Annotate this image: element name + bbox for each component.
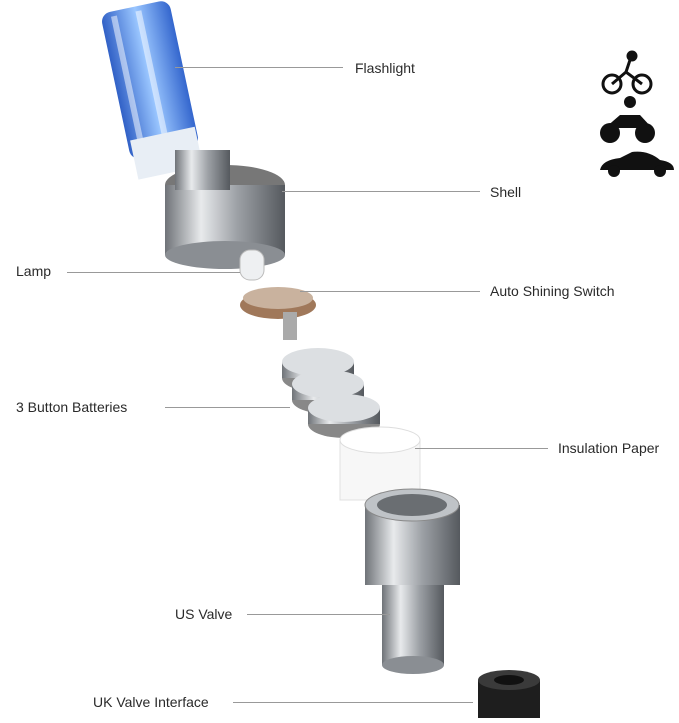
switch-label: Auto Shining Switch [490,283,615,299]
flashlight-leader-line [175,67,343,68]
us-valve-part [364,488,460,674]
shell-label: Shell [490,184,522,200]
us-valve-leader-line [247,614,390,615]
switch-leader-line [300,291,480,292]
insulation-paper-part [339,426,421,501]
switch-part [240,287,316,340]
insulation-label: Insulation Paper [558,440,660,456]
shell-leader-line [282,191,480,192]
batteries-leader-line [165,407,290,408]
batteries-part [282,348,380,438]
uk-valve-label: UK Valve Interface [93,694,209,710]
batteries-label: 3 Button Batteries [16,399,128,415]
uk-valve-leader-line [233,702,473,703]
shell-part [165,150,285,269]
uk-valve-part [478,670,540,718]
lamp-label: Lamp [16,263,52,279]
lamp-leader-line [67,272,240,273]
motorcycle-icon [600,96,655,143]
us-valve-label: US Valve [175,606,233,622]
flashlight-label: Flashlight [355,60,415,76]
bicycle-icon [601,50,653,95]
lamp-part [239,249,265,281]
car-icon [600,151,674,177]
insulation-leader-line [415,448,548,449]
